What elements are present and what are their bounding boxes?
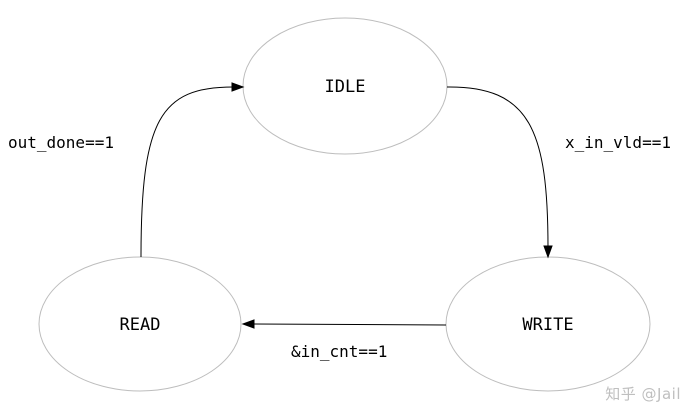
state-write-label: WRITE xyxy=(522,315,573,335)
watermark: 知乎 @Jail xyxy=(605,385,681,403)
state-read: READ xyxy=(38,256,242,392)
state-idle-label: IDLE xyxy=(325,77,366,97)
transition-write-to-read-arrowhead xyxy=(241,319,255,329)
state-idle: IDLE xyxy=(242,17,448,155)
transition-read-to-idle-line xyxy=(140,86,234,258)
state-read-label: READ xyxy=(120,315,161,335)
state-read-shape xyxy=(38,256,242,392)
state-write: WRITE xyxy=(445,256,651,392)
transition-read-to-idle-label: out_done==1 xyxy=(8,133,114,152)
transition-idle-to-write: x_in_vld==1 xyxy=(446,86,671,259)
transition-write-to-read-label: &in_cnt==1 xyxy=(291,342,387,361)
transition-idle-to-write-label: x_in_vld==1 xyxy=(565,133,671,152)
transition-write-to-read: &in_cnt==1 xyxy=(241,319,447,361)
state-idle-shape xyxy=(242,17,448,155)
transition-read-to-idle: out_done==1 xyxy=(8,82,245,258)
transition-read-to-idle-arrowhead xyxy=(231,82,245,92)
transition-idle-to-write-line xyxy=(446,86,549,249)
transition-idle-to-write-arrowhead xyxy=(543,245,553,259)
transition-write-to-read-line xyxy=(252,323,447,326)
